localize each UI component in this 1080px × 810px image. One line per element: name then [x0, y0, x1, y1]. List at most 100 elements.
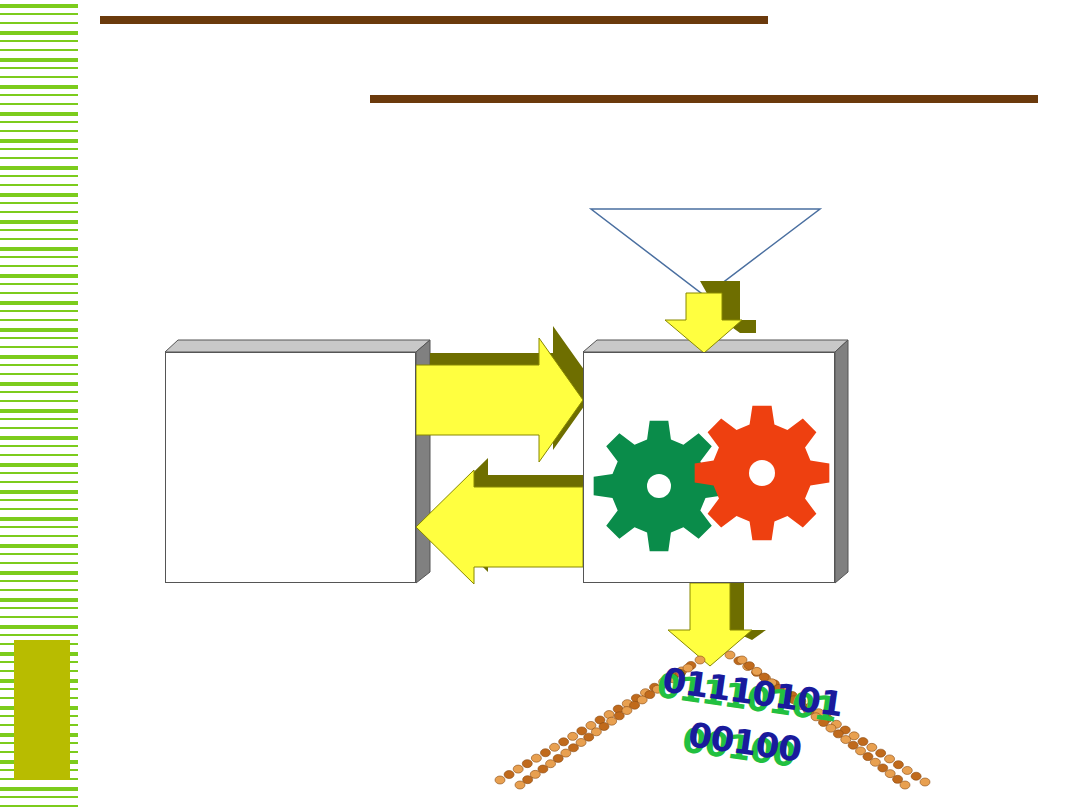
stripe	[0, 805, 78, 807]
bead	[900, 781, 910, 789]
stripe	[0, 553, 78, 555]
bead	[893, 761, 903, 769]
stripe	[0, 391, 78, 393]
stripe	[0, 436, 78, 440]
stripe	[0, 31, 78, 35]
stripe	[0, 616, 78, 618]
stripe	[0, 499, 78, 501]
bead	[577, 727, 587, 735]
stripe	[0, 454, 78, 456]
stripe	[0, 409, 78, 413]
stripe	[0, 247, 78, 251]
stripe	[0, 211, 78, 213]
bead	[513, 765, 523, 773]
box-bevel	[835, 340, 848, 583]
process-box	[165, 352, 416, 583]
stripe	[0, 490, 78, 494]
bead	[559, 738, 569, 746]
stripe	[0, 517, 78, 521]
stripe	[0, 202, 78, 204]
bead	[522, 760, 532, 768]
stripe	[0, 400, 78, 402]
stripe	[0, 265, 78, 267]
arrow-body	[416, 470, 583, 584]
gear	[695, 406, 830, 541]
gears	[584, 353, 834, 582]
stripe	[0, 22, 78, 24]
bead	[902, 766, 912, 774]
gear-hub	[647, 474, 671, 498]
stripe-band	[0, 4, 78, 807]
bead	[885, 755, 895, 763]
stripe	[0, 94, 78, 96]
stripe	[0, 67, 78, 69]
bead	[725, 651, 735, 659]
bit-stream	[495, 651, 930, 789]
stripe	[0, 229, 78, 231]
stripe	[0, 157, 78, 159]
rule-line	[100, 16, 768, 24]
stripe	[0, 220, 78, 224]
stripe	[0, 283, 78, 285]
arrow-body	[416, 338, 583, 462]
stripe	[0, 103, 78, 105]
stripe	[0, 418, 78, 420]
stripe	[0, 139, 78, 143]
stripe	[0, 580, 78, 582]
stripe	[0, 13, 78, 15]
stripe	[0, 481, 78, 483]
bead	[867, 743, 877, 751]
stripe	[0, 166, 78, 170]
stripe	[0, 130, 78, 132]
bead	[876, 749, 886, 757]
stripe	[0, 472, 78, 474]
rule-line	[370, 95, 1038, 103]
stripe	[0, 787, 78, 791]
stripe	[0, 526, 78, 528]
stripe	[0, 319, 78, 321]
process-box	[583, 352, 835, 583]
stripe	[0, 571, 78, 575]
gear-hub	[749, 460, 775, 486]
bead	[515, 781, 525, 789]
box-bevel	[165, 340, 430, 352]
stripe	[0, 373, 78, 375]
stripe	[0, 76, 78, 78]
stripe	[0, 184, 78, 186]
bead	[504, 771, 514, 779]
stripe	[0, 445, 78, 447]
bead	[920, 778, 930, 786]
stripe	[0, 148, 78, 150]
stripe	[0, 607, 78, 609]
stripe	[0, 598, 78, 602]
bead	[695, 656, 705, 664]
stripe	[0, 40, 78, 42]
stripe	[0, 562, 78, 564]
stripe	[0, 85, 78, 89]
stripe	[0, 634, 78, 636]
stripe	[0, 346, 78, 348]
bead	[911, 772, 921, 780]
stripe	[0, 625, 78, 629]
stripe	[0, 337, 78, 339]
stripe	[0, 796, 78, 798]
stripe	[0, 4, 78, 8]
bead	[540, 749, 550, 757]
block-arrow	[416, 326, 597, 462]
binary-digits: 00100	[686, 714, 804, 769]
stripe	[0, 121, 78, 123]
stripe	[0, 382, 78, 386]
stripe	[0, 589, 78, 591]
input-arrow	[665, 293, 742, 353]
stripe	[0, 364, 78, 366]
stripe	[0, 301, 78, 305]
stripe	[0, 463, 78, 467]
bead	[858, 738, 868, 746]
bead	[568, 732, 578, 740]
stripe	[0, 58, 78, 62]
block-arrow	[416, 458, 597, 584]
stripe	[0, 508, 78, 510]
stripe	[0, 355, 78, 359]
stripe	[0, 292, 78, 294]
